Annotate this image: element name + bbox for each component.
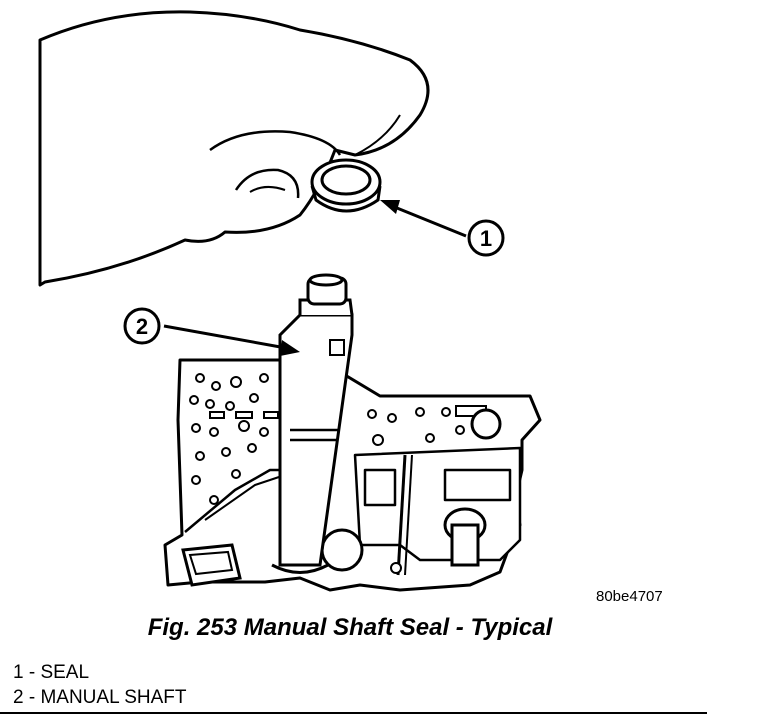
legend-item-seal: 1 - SEAL <box>13 662 90 683</box>
bottom-divider <box>0 712 707 714</box>
valve-body-ports <box>189 373 487 574</box>
legend-item-manual-shaft: 2 - MANUAL SHAFT <box>13 687 187 708</box>
image-code-label: 80be4707 <box>596 588 663 605</box>
callout-2-number: 2 <box>136 314 148 339</box>
legend-list: 1 - SEAL 2 - MANUAL SHAFT <box>13 660 187 710</box>
manual-shaft-seal-illustration: 1 2 <box>38 10 542 592</box>
seal <box>310 158 382 213</box>
callout-2: 2 <box>123 307 300 356</box>
hand <box>38 10 430 287</box>
callout-1-number: 1 <box>480 226 492 251</box>
detent-bracket <box>181 543 242 587</box>
manual-shaft <box>271 273 354 574</box>
callout-1: 1 <box>380 200 505 257</box>
shaft-bore <box>320 408 502 572</box>
figure-caption: Fig. 253 Manual Shaft Seal - Typical <box>147 614 553 641</box>
